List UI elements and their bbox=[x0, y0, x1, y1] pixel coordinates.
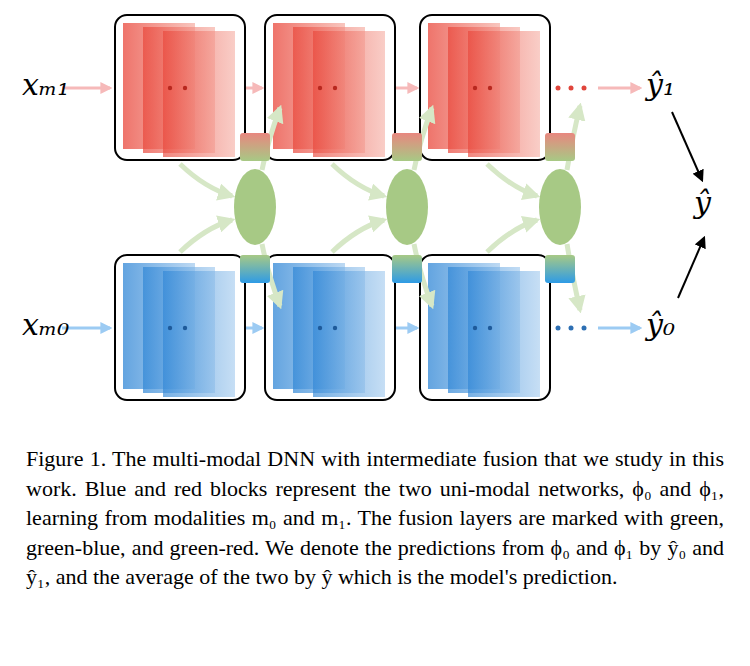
fusion-ellipse bbox=[234, 169, 276, 245]
output-arrow bbox=[598, 87, 640, 90]
math-label: xₘ₀ bbox=[22, 308, 69, 341]
blue-unimodal-block bbox=[265, 255, 395, 400]
green-blue-fusion bbox=[545, 255, 575, 283]
math-label: xₘ₁ bbox=[22, 68, 69, 101]
green-blue-fusion bbox=[240, 255, 270, 283]
layer-arrow bbox=[246, 327, 262, 330]
layer-arrow bbox=[396, 327, 417, 330]
fusion-ellipse bbox=[539, 169, 581, 245]
fusion-arrow bbox=[180, 164, 232, 196]
math-label: ŷ bbox=[694, 186, 711, 219]
fusion-arrow bbox=[487, 164, 537, 196]
red-unimodal-block bbox=[115, 15, 245, 160]
fusion-layers bbox=[234, 133, 581, 283]
math-label: ŷ₁ bbox=[646, 68, 675, 101]
green-red-fusion bbox=[240, 133, 270, 161]
green-red-fusion bbox=[545, 133, 575, 161]
figure-caption: Figure 1. The multi-modal DNN with inter… bbox=[26, 444, 724, 592]
output-arrow bbox=[598, 327, 640, 330]
fusion-ellipse bbox=[386, 169, 428, 245]
math-label: ŷ₀ bbox=[646, 308, 675, 341]
fusion-arrows bbox=[180, 106, 580, 310]
fusion-arrow bbox=[332, 220, 384, 252]
fusion-arrow bbox=[487, 220, 537, 252]
average-arrow bbox=[678, 238, 704, 298]
red-unimodal-block bbox=[265, 15, 395, 160]
layer-arrow bbox=[396, 87, 417, 90]
blue-unimodal-block bbox=[420, 255, 550, 400]
average-arrow bbox=[672, 112, 702, 180]
green-red-fusion bbox=[392, 133, 422, 161]
red-unimodal-block bbox=[420, 15, 550, 160]
fusion-arrow bbox=[180, 220, 232, 252]
layer-arrow bbox=[246, 87, 262, 90]
blue-unimodal-block bbox=[115, 255, 245, 400]
fusion-arrow bbox=[332, 164, 384, 196]
green-blue-fusion bbox=[392, 255, 422, 283]
